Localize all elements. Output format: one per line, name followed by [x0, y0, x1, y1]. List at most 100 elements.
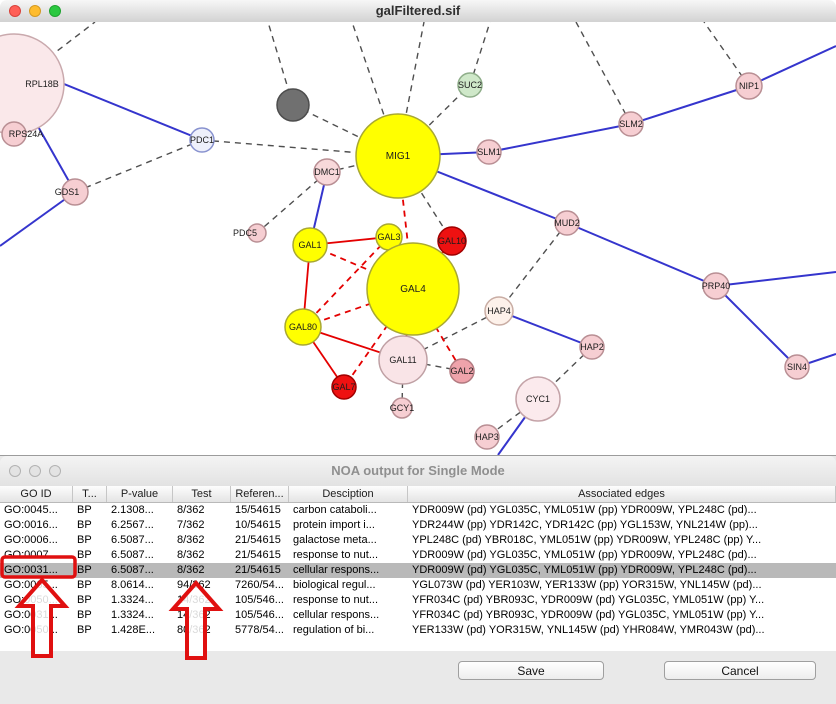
column-header-go-id[interactable]: GO ID: [0, 486, 73, 502]
edge-gds1-pdc1[interactable]: [74, 139, 203, 193]
edge-gal4-gal80[interactable]: [302, 288, 414, 328]
node-label-GAL10: GAL10: [438, 236, 466, 246]
edge-gal4-gal7[interactable]: [343, 288, 414, 388]
close-button[interactable]: [9, 5, 21, 17]
table-cell: BP: [77, 579, 92, 591]
edge-gal3-gal80[interactable]: [302, 236, 390, 328]
noa-window-titlebar[interactable]: NOA output for Single Mode: [0, 456, 836, 487]
column-header-desciption[interactable]: Desciption: [289, 486, 408, 502]
table-cell: 21/54615: [235, 549, 281, 561]
node-GAL10[interactable]: [437, 226, 467, 256]
table-cell: 8/362: [177, 564, 205, 576]
table-cell: YGL073W (pd) YER103W, YER133W (pp) YOR31…: [412, 579, 762, 591]
node-PRP40[interactable]: [702, 272, 730, 300]
node-NIP1[interactable]: [735, 72, 763, 100]
cancel-button[interactable]: Cancel: [664, 661, 816, 680]
node-GAL11[interactable]: [378, 335, 428, 385]
table-cell: BP: [77, 504, 92, 516]
column-header-associated-edges[interactable]: Associated edges: [408, 486, 836, 502]
table-cell: 6.5087...: [111, 534, 154, 546]
edge-slm2-nip1[interactable]: [630, 85, 750, 125]
table-cell: 105/546...: [235, 594, 284, 606]
node-SIN4[interactable]: [784, 354, 810, 380]
inactive-zoom-button[interactable]: [49, 465, 61, 477]
table-cell: regulation of bi...: [293, 624, 375, 636]
node-DMC1[interactable]: [313, 158, 341, 186]
edge-dark-mig1[interactable]: [292, 104, 399, 157]
column-header-t-[interactable]: T...: [73, 486, 107, 502]
edge-slm2-a_top5[interactable]: [575, 22, 632, 125]
node-PDC1[interactable]: [189, 127, 215, 153]
edge-nip1-a_tr[interactable]: [748, 45, 836, 87]
table-cell: 8/362: [177, 534, 205, 546]
node-GCY1[interactable]: [391, 397, 413, 419]
inactive-close-button[interactable]: [9, 465, 21, 477]
table-cell: YDR009W (pd) YGL035C, YML051W (pp) YDR00…: [412, 504, 757, 516]
node-SLM2[interactable]: [618, 111, 644, 137]
table-cell: GO:0050...: [4, 594, 58, 606]
edge-mud2-hap4[interactable]: [498, 222, 568, 312]
table-cell: 5778/54...: [235, 624, 284, 636]
node-GAL7[interactable]: [331, 374, 357, 400]
node-label-RPS24A: RPS24A: [9, 129, 44, 139]
node-RPS24A[interactable]: [1, 121, 27, 147]
table-cell: BP: [77, 594, 92, 606]
table-cell: protein import i...: [293, 519, 375, 531]
node-SLM1[interactable]: [476, 139, 502, 165]
column-header-referen-[interactable]: Referen...: [231, 486, 289, 502]
edge-gds1-a_left2[interactable]: [0, 191, 76, 247]
node-GDS1[interactable]: [61, 178, 89, 206]
edge-hap4-hap2[interactable]: [498, 310, 593, 348]
node-MUD2[interactable]: [554, 210, 580, 236]
node-GAL1[interactable]: [292, 227, 328, 263]
node-MIG1[interactable]: [355, 113, 441, 199]
node-SUC2[interactable]: [457, 72, 483, 98]
node-HAP3[interactable]: [474, 424, 500, 450]
node-label-RPL18B: RPL18B: [25, 79, 59, 89]
node-HAP4[interactable]: [484, 296, 514, 326]
table-cell: YDR009W (pd) YGL035C, YML051W (pp) YDR00…: [412, 564, 757, 576]
node-label-MUD2: MUD2: [554, 218, 580, 228]
network-graph[interactable]: RPL18BRPS24AGDS1PDC1DMC1MIG1SUC2SLM1SLM2…: [0, 22, 836, 455]
node-label-PDC1: PDC1: [190, 135, 214, 145]
network-window-titlebar[interactable]: galFiltered.sif: [0, 0, 836, 23]
node-label-GAL3: GAL3: [377, 232, 400, 242]
node-CYC1[interactable]: [515, 376, 561, 422]
table-cell: GO:0006...: [4, 534, 58, 546]
node-PDC5[interactable]: [247, 223, 267, 243]
node-unlabeled[interactable]: [276, 88, 310, 122]
table-cell: GO:0031...: [4, 564, 58, 576]
zoom-button[interactable]: [49, 5, 61, 17]
save-button[interactable]: Save: [458, 661, 604, 680]
column-header-p-value[interactable]: P-value: [107, 486, 173, 502]
edge-dmc1-pdc5[interactable]: [256, 171, 328, 234]
node-GAL4[interactable]: [366, 242, 460, 336]
column-header-test[interactable]: Test: [173, 486, 231, 502]
edge-prp40-sin4[interactable]: [715, 285, 798, 368]
minimize-button[interactable]: [29, 5, 41, 17]
node-HAP2[interactable]: [579, 334, 605, 360]
edge-prp40-a_right1[interactable]: [715, 271, 836, 287]
node-GAL80[interactable]: [284, 308, 322, 346]
inactive-minimize-button[interactable]: [29, 465, 41, 477]
node-label-PDC5: PDC5: [233, 228, 257, 238]
edge-slm1-slm2[interactable]: [488, 123, 632, 153]
edge-mud2-prp40[interactable]: [566, 222, 717, 287]
node-GAL2[interactable]: [449, 358, 475, 384]
table-cell: cellular respons...: [293, 564, 380, 576]
table-cell: GO:0065...: [4, 579, 58, 591]
edge-gal11-hap4[interactable]: [402, 310, 500, 361]
